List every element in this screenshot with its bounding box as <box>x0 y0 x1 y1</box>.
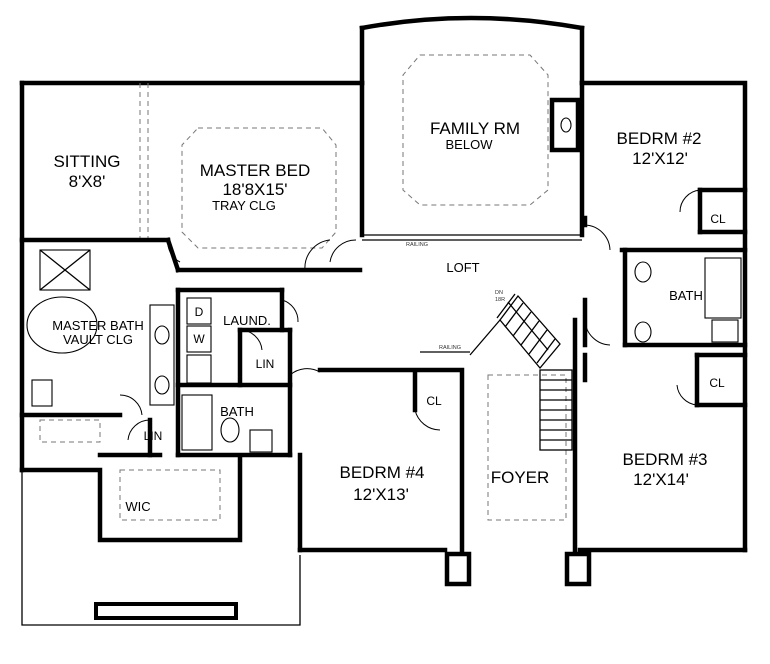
dryer <box>186 297 212 325</box>
family-rm-note: BELOW <box>446 137 494 152</box>
sitting-label: SITTING <box>53 152 120 171</box>
laundry-sink <box>186 354 212 384</box>
bath-right-label: BATH <box>669 288 703 303</box>
railing-top-label: RAILING <box>406 242 428 248</box>
room-labels: SITTING 8'X8' MASTER BED 18'8X15' TRAY C… <box>52 119 726 514</box>
dn-count: 18R <box>495 297 505 303</box>
railing-left-label: RAILING <box>439 345 461 351</box>
wic-label: WIC <box>125 499 150 514</box>
cl-bed4-label: CL <box>426 394 442 408</box>
staircase: DN 18R <box>469 290 573 451</box>
master-bed-label: MASTER BED <box>200 161 311 180</box>
dryer-label: D <box>195 305 204 319</box>
cl-bed2-label: CL <box>710 212 726 226</box>
bedrm4-label: BEDRM #4 <box>339 463 424 482</box>
dn-label: DN <box>495 290 503 296</box>
master-bed-note: TRAY CLG <box>212 198 276 213</box>
bedrm2-size: 12'X12' <box>632 149 688 168</box>
bedrm4-size: 12'X13' <box>353 485 409 504</box>
right-bath-tub <box>704 257 742 319</box>
cl-bed3-label: CL <box>709 376 725 390</box>
bedrm2-label: BEDRM #2 <box>616 129 701 148</box>
washer <box>186 325 212 353</box>
bedrm3-label: BEDRM #3 <box>622 450 707 469</box>
toilet <box>31 379 53 407</box>
washer-label: W <box>193 332 205 346</box>
railings: RAILING RAILING <box>362 239 582 353</box>
bay-window-ledge <box>94 602 238 620</box>
exterior-walls <box>19 15 748 587</box>
lin-laundry-label: LIN <box>256 357 275 371</box>
sitting-size: 8'X8' <box>69 172 106 191</box>
tub <box>26 296 98 354</box>
family-rm-label: FAMILY RM <box>430 119 520 138</box>
interior-walls <box>19 80 748 553</box>
roof-outline <box>21 470 301 626</box>
ceiling-outlines <box>39 54 567 521</box>
doors <box>119 189 701 441</box>
laundry-label: LAUND. <box>223 313 271 328</box>
fixtures <box>26 117 742 453</box>
master-bath-label: MASTER BATH <box>52 318 144 333</box>
bedrm3-size: 12'X14' <box>633 470 689 489</box>
bath-center-label: BATH <box>220 404 254 419</box>
foyer-label: FOYER <box>491 468 550 487</box>
center-bath-tub <box>181 394 213 451</box>
master-bed-size: 18'8X15' <box>222 180 287 199</box>
loft-label: LOFT <box>446 260 479 275</box>
lin-left-label: LIN <box>144 429 163 443</box>
master-bath-note: VAULT CLG <box>63 332 133 347</box>
